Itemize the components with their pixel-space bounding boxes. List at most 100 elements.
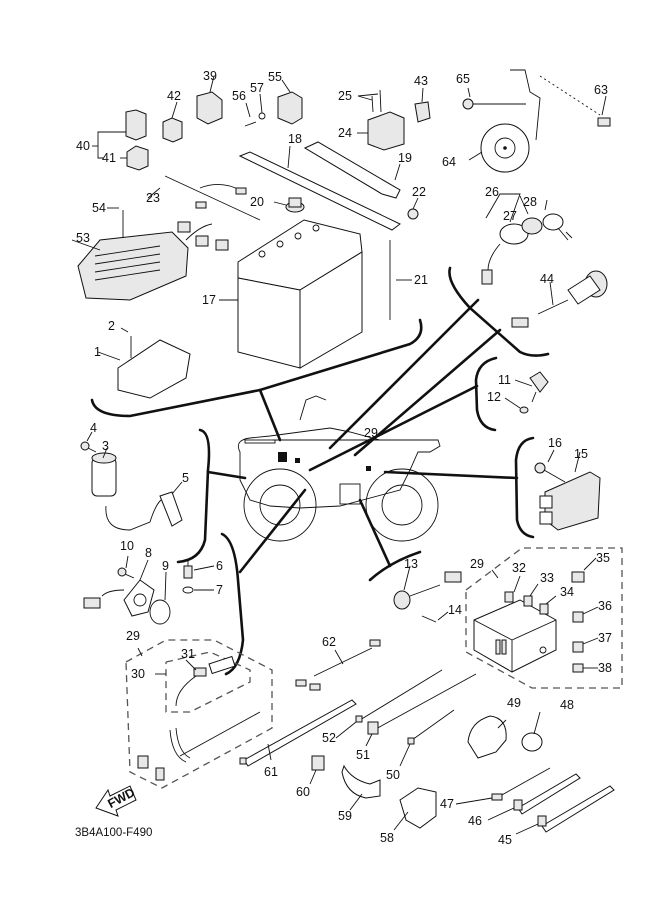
callout-21: 21 xyxy=(414,273,428,287)
pointer-coil xyxy=(206,470,247,480)
clamp-60 xyxy=(309,755,325,785)
callout-61: 61 xyxy=(264,765,278,779)
boundary-switch-group xyxy=(448,266,550,357)
fuse-box-group xyxy=(465,547,623,689)
band-45 xyxy=(515,785,615,835)
callout-62: 62 xyxy=(322,635,336,649)
callout-51: 51 xyxy=(356,748,370,762)
screw-2 xyxy=(120,327,132,358)
bolt-10 xyxy=(117,555,135,579)
relay-43 xyxy=(414,87,431,123)
callout-48: 48 xyxy=(560,698,574,712)
callout-12: 12 xyxy=(487,390,501,404)
callout-63: 63 xyxy=(594,83,608,97)
band-61 xyxy=(239,699,357,767)
band-47 xyxy=(455,767,551,805)
callout-65: 65 xyxy=(456,72,470,86)
callout-29-harness: 29 xyxy=(126,629,140,643)
switch-6 xyxy=(183,560,215,579)
sensor-8 xyxy=(83,559,155,617)
callout-49: 49 xyxy=(507,696,521,710)
callout-29-vehicle: 29 xyxy=(364,426,378,440)
callout-3: 3 xyxy=(102,439,109,453)
ecu-53 xyxy=(71,221,229,301)
callout-46: 46 xyxy=(468,814,482,828)
bolt-65 xyxy=(462,87,526,110)
switch-11 xyxy=(514,371,549,403)
callout-2: 2 xyxy=(108,319,115,333)
callout-64: 64 xyxy=(442,155,456,169)
bolt-4 xyxy=(80,431,97,453)
fwd-arrow: FWD xyxy=(95,785,137,817)
pointer-switch11 xyxy=(308,384,479,472)
callout-9: 9 xyxy=(162,559,169,573)
callout-43: 43 xyxy=(414,74,428,88)
callout-41: 41 xyxy=(102,151,116,165)
callout-45: 45 xyxy=(498,833,512,847)
callout-23: 23 xyxy=(146,191,160,205)
pointer-regulator xyxy=(383,470,519,480)
callout-11: 11 xyxy=(498,373,511,387)
callout-6: 6 xyxy=(216,559,223,573)
holder-58 xyxy=(393,787,437,831)
callout-15: 15 xyxy=(574,447,588,461)
pointer-sensor13 xyxy=(358,498,392,568)
callout-35: 35 xyxy=(596,551,610,565)
oring-9 xyxy=(149,571,171,625)
group-boundaries xyxy=(90,266,550,676)
callout-37: 37 xyxy=(598,631,612,645)
nut-22 xyxy=(407,197,419,220)
socket-44 xyxy=(511,270,608,328)
callout-36: 36 xyxy=(598,599,612,613)
callout-55: 55 xyxy=(268,70,282,84)
main-switch-26 xyxy=(481,193,543,285)
clamp-49 xyxy=(467,715,507,759)
callout-27: 27 xyxy=(503,209,517,223)
relay-42 xyxy=(162,101,183,143)
starter-relay-24 xyxy=(357,89,405,151)
relay-40-41 xyxy=(92,109,149,171)
callout-59: 59 xyxy=(338,809,352,823)
cdi-unit-1 xyxy=(97,339,191,399)
battery-band-19 xyxy=(303,141,401,199)
callout-50: 50 xyxy=(386,768,400,782)
boundary-sensor13 xyxy=(368,550,422,582)
callout-57: 57 xyxy=(250,81,264,95)
lead-62 xyxy=(295,639,381,691)
callout-60: 60 xyxy=(296,785,310,799)
band-52 xyxy=(335,669,443,739)
battery-17 xyxy=(219,219,363,369)
callout-17: 17 xyxy=(202,293,216,307)
pointer-battery xyxy=(258,388,282,442)
callout-4: 4 xyxy=(90,421,97,435)
clamp-59 xyxy=(341,764,381,811)
boundary-coil-group xyxy=(176,428,211,564)
callout-25: 25 xyxy=(338,89,352,103)
callout-30: 30 xyxy=(131,667,145,681)
diagram-code: 3B4A100-F490 xyxy=(75,827,152,839)
callout-22: 22 xyxy=(412,185,426,199)
cap-28 xyxy=(542,199,573,241)
relay-39 xyxy=(196,75,223,125)
callout-10: 10 xyxy=(120,539,134,553)
band-50 xyxy=(399,709,455,767)
callout-32: 32 xyxy=(512,561,526,575)
gasket-7 xyxy=(182,586,214,594)
ignition-coil-3 xyxy=(91,447,183,531)
callout-56: 56 xyxy=(232,89,246,103)
bolt-21 xyxy=(389,240,412,320)
callout-44: 44 xyxy=(540,272,554,286)
callout-5: 5 xyxy=(182,471,189,485)
callout-20: 20 xyxy=(250,195,264,209)
callout-53: 53 xyxy=(76,231,90,245)
callout-54: 54 xyxy=(92,201,106,215)
callout-13: 13 xyxy=(404,557,418,571)
regulator-15 xyxy=(539,451,601,531)
callout-42: 42 xyxy=(167,89,181,103)
pointer-sensor xyxy=(238,488,307,574)
bolt-14 xyxy=(421,611,449,623)
callout-39: 39 xyxy=(203,69,217,83)
callout-38: 38 xyxy=(598,661,612,675)
callout-7: 7 xyxy=(216,583,223,597)
